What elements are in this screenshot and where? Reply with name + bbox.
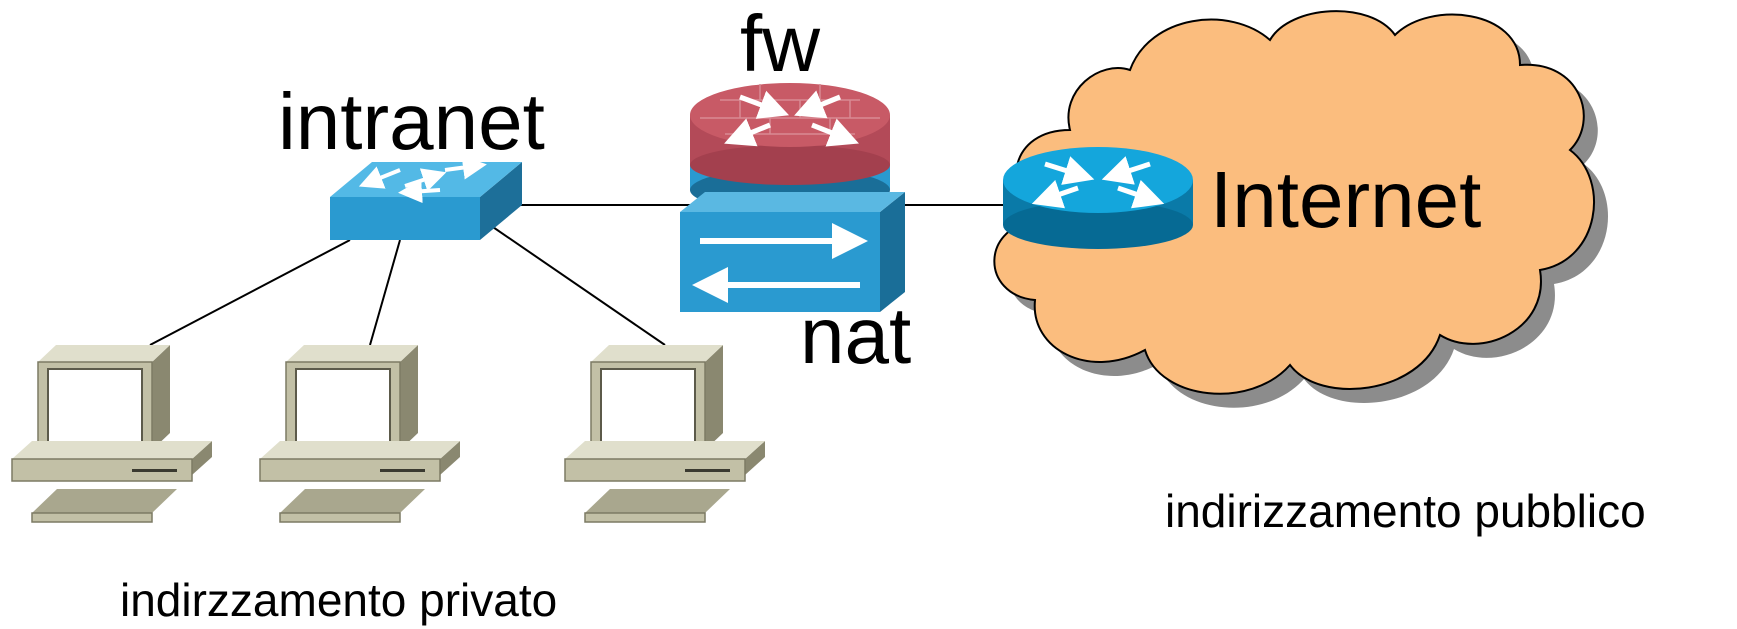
link-switch-host-3 bbox=[489, 224, 666, 346]
link-switch-host-2 bbox=[369, 239, 401, 346]
intranet-label: intranet bbox=[278, 77, 545, 166]
computer-icon bbox=[11, 345, 212, 523]
firewall-label: fw bbox=[740, 0, 820, 88]
switch-icon bbox=[330, 155, 522, 240]
router-icon bbox=[1003, 147, 1193, 249]
private-addressing-label: indirzzamento privato bbox=[120, 574, 558, 626]
public-addressing-label: indirizzamento pubblico bbox=[1165, 485, 1646, 537]
computer-icon bbox=[259, 345, 460, 523]
nat-device-icon bbox=[680, 192, 905, 312]
link-switch-host-1 bbox=[149, 239, 351, 346]
cloud-icon bbox=[993, 10, 1608, 408]
nat-label: nat bbox=[800, 291, 912, 380]
computer-icon bbox=[564, 345, 765, 523]
connections bbox=[149, 204, 1005, 346]
internet-label: Internet bbox=[1210, 155, 1482, 244]
